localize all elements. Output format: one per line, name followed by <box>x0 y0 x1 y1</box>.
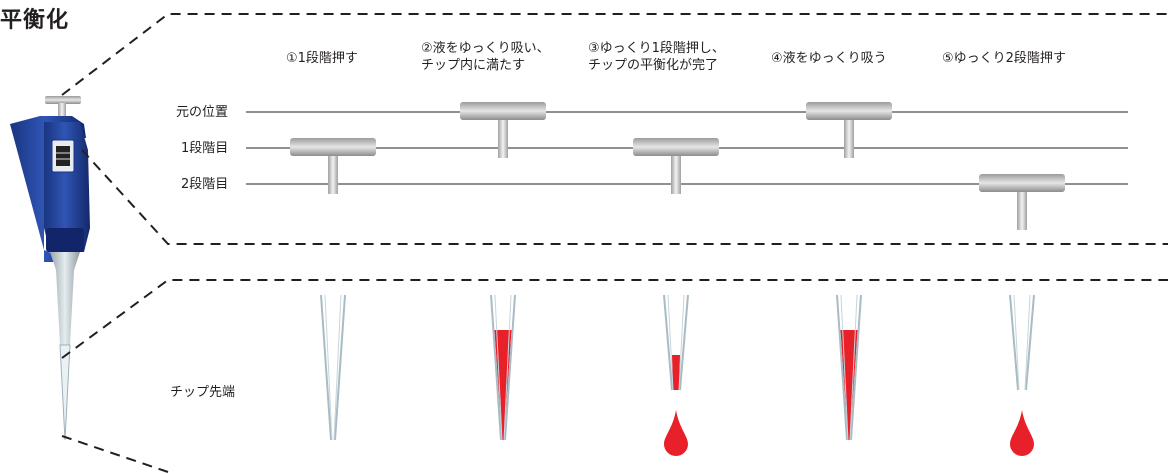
level-label-stop2: 2段階目 <box>181 177 229 192</box>
liquid-fill-step-2 <box>494 330 512 440</box>
step-2-line-1: ②液をゆっくり吸い、 <box>421 41 550 56</box>
tip-step-3 <box>663 294 689 456</box>
tip-step-5 <box>1009 294 1035 456</box>
step-caption-5: ⑤ゆっくり2段階押す <box>942 50 1066 67</box>
level-label-original: 元の位置 <box>176 105 229 120</box>
plunger-step-1 <box>290 138 376 194</box>
step-3-line-1: ③ゆっくり1段階押し、 <box>588 41 725 56</box>
upper-callout-bottom-line <box>81 149 1168 245</box>
droplet-step-3 <box>664 410 688 456</box>
plunger-step-4 <box>806 102 892 158</box>
step-caption-1: ①1段階押す <box>286 50 358 67</box>
step-2-line-2: チップ内に満たす <box>421 58 526 73</box>
step-caption-4: ④液をゆっくり吸う <box>771 50 887 67</box>
step-5-line-1: ⑤ゆっくり2段階押す <box>942 51 1066 66</box>
level-label-stop1: 1段階目 <box>181 141 229 156</box>
upper-callout-top-line <box>61 13 1168 96</box>
step-4-line-1: ④液をゆっくり吸う <box>771 51 887 66</box>
lower-callout-top-line <box>61 279 1168 359</box>
plunger-step-2 <box>460 102 546 158</box>
step-caption-2: ②液をゆっくり吸い、 チップ内に満たす <box>421 40 550 74</box>
step-3-line-2: チップの平衡化が完了 <box>588 58 719 73</box>
droplet-step-5 <box>1010 410 1034 456</box>
tip-step-4 <box>836 294 862 441</box>
diagram-title: 平衡化 <box>0 8 70 33</box>
tip-step-2 <box>490 294 516 441</box>
liquid-fill-step-3 <box>672 355 680 390</box>
tip-end-label: チップ先端 <box>170 385 236 400</box>
step-caption-3: ③ゆっくり1段階押し、 チップの平衡化が完了 <box>588 40 725 74</box>
pipette-illustration <box>10 96 90 441</box>
step-1-line-1: ①1段階押す <box>286 51 358 66</box>
lower-callout-bottom-line <box>61 435 169 473</box>
liquid-fill-step-4 <box>840 330 858 440</box>
plunger-step-3 <box>633 138 719 194</box>
tip-step-1 <box>320 294 346 441</box>
plunger-step-5 <box>979 174 1065 230</box>
